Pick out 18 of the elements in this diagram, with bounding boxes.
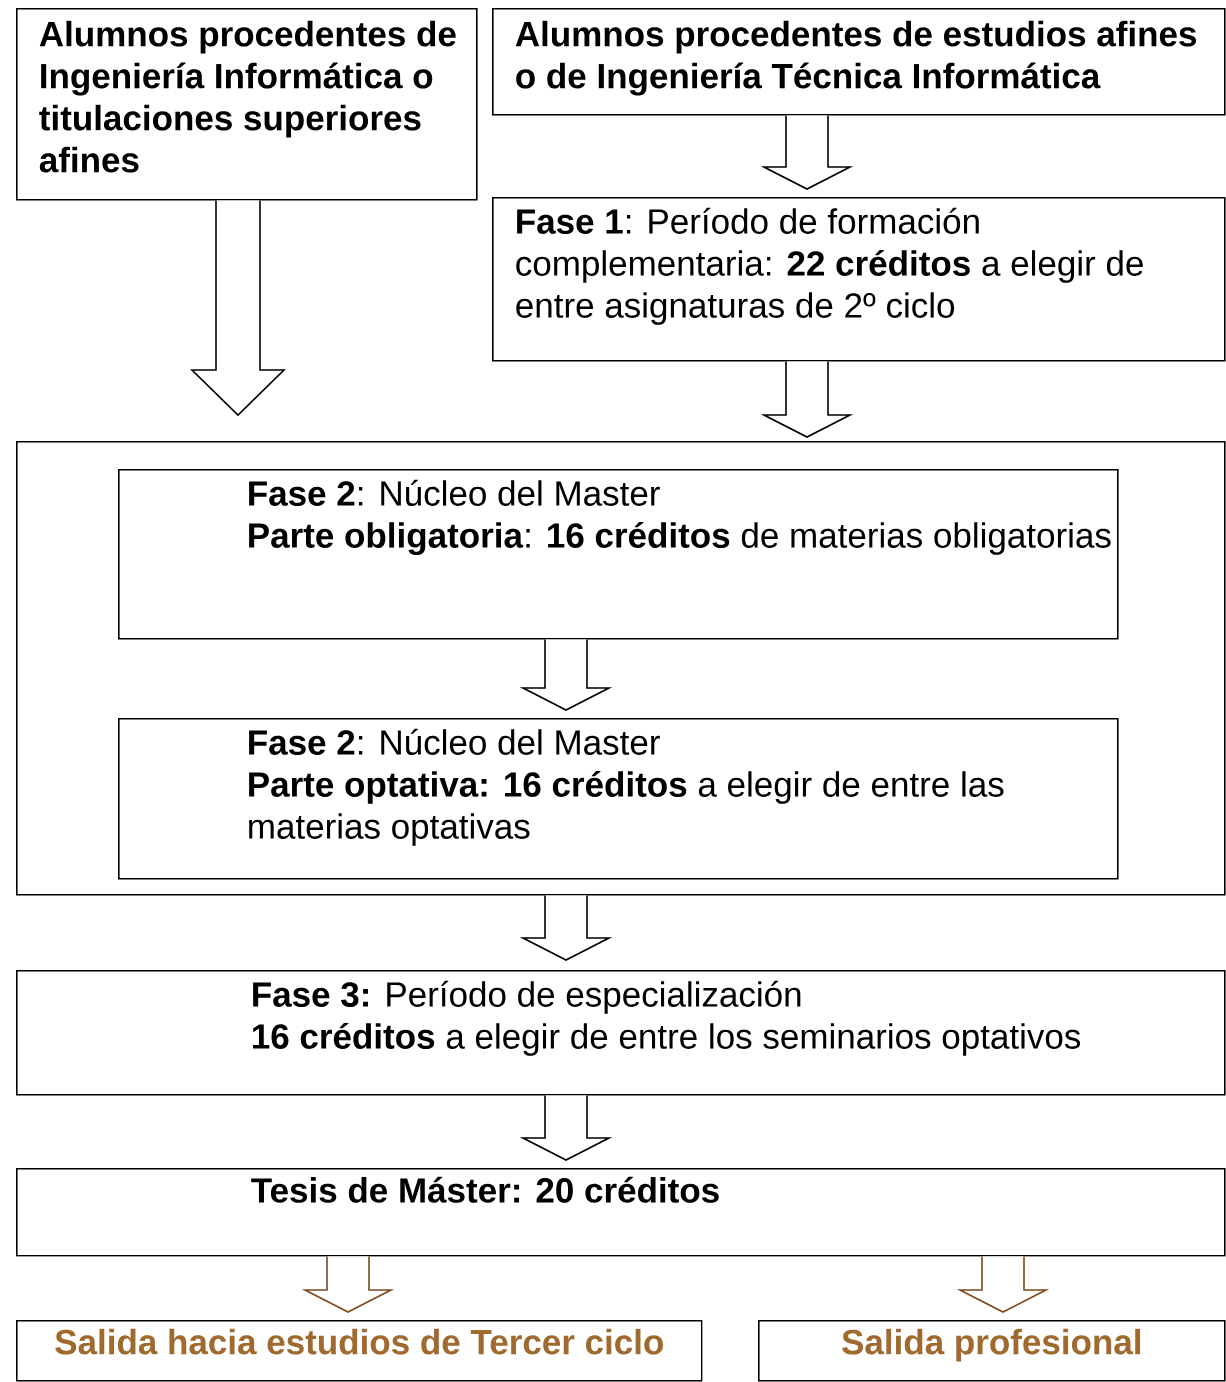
process-box: Fase 2: Núcleo del Master Parte obligatoria: 16 créditos de materias obligatorias xyxy=(118,469,1119,640)
block-arrow xyxy=(760,360,854,438)
outcome-box: Salida hacia estudios de Tercer ciclo xyxy=(16,1320,703,1382)
outcome-box: Salida profesional xyxy=(758,1320,1226,1382)
block-arrow xyxy=(956,1255,1050,1313)
process-box: Alumnos procedentes de estudios afines o de Ingeniería Técnica Informática xyxy=(492,8,1226,116)
process-box: Fase 3: Período de especialización 16 créditos a elegir de entre los seminarios optativos xyxy=(16,970,1226,1096)
block-arrow xyxy=(190,199,286,417)
process-box: Fase 2: Núcleo del Master Parte optativa: 16 créditos a elegir de entre las materias optativas xyxy=(118,718,1119,880)
process-box: Tesis de Máster: 20 créditos xyxy=(16,1168,1226,1257)
block-arrow xyxy=(519,894,613,961)
process-box: Alumnos procedentes de Ingeniería Informática o titulaciones superiores afines xyxy=(16,8,478,201)
block-arrow xyxy=(519,638,613,711)
process-box: Fase 1: Período de formación complementaria: 22 créditos a elegir de entre asignaturas de 2º ciclo xyxy=(492,197,1226,362)
block-arrow xyxy=(519,1094,613,1161)
block-arrow xyxy=(301,1255,395,1313)
block-arrow xyxy=(760,114,854,190)
group-box xyxy=(16,441,1226,896)
